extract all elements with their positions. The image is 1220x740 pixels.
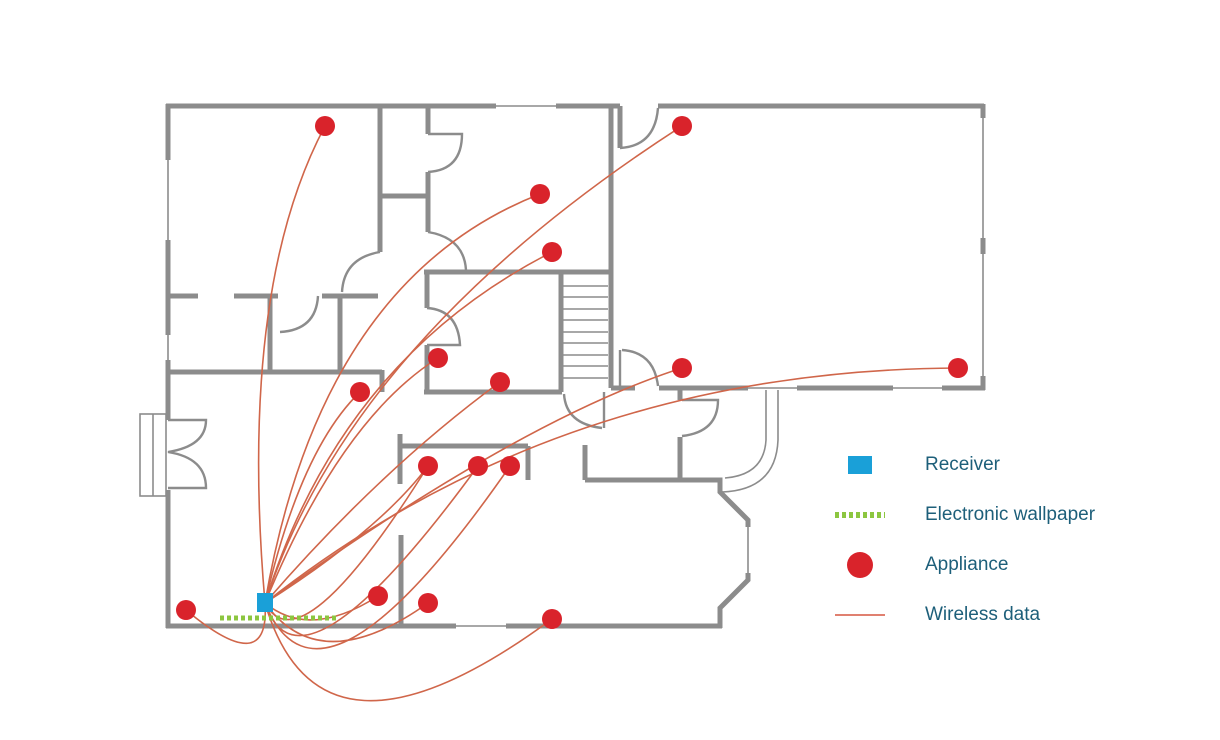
- stairs: [563, 285, 608, 379]
- wire-line: [264, 465, 429, 621]
- wire-line: [264, 251, 553, 604]
- appliance-icon: [418, 593, 438, 613]
- appliance-icon: [350, 382, 370, 402]
- wire-line: [264, 367, 683, 604]
- wire-line: [264, 381, 501, 604]
- appliance-icon: [530, 184, 550, 204]
- wire-line: [264, 391, 361, 604]
- appliances: [176, 116, 968, 629]
- legend-label: Electronic wallpaper: [925, 504, 1096, 525]
- appliance-icon: [847, 552, 873, 578]
- wireless-line-icon: [835, 614, 885, 616]
- receiver-icon: [257, 593, 273, 612]
- wire-line: [264, 602, 553, 702]
- appliance-icon: [672, 116, 692, 136]
- legend-label: Wireless data: [925, 604, 1041, 625]
- wireless-data-lines: [185, 125, 959, 702]
- appliance-icon: [542, 242, 562, 262]
- legend-label: Receiver: [925, 454, 1000, 475]
- appliance-icon: [176, 600, 196, 620]
- appliance-icon: [500, 456, 520, 476]
- wire-line: [185, 602, 267, 645]
- wire-line: [264, 193, 541, 604]
- wire-line: [264, 602, 429, 643]
- wire-line: [264, 595, 379, 621]
- wire-line: [264, 465, 511, 650]
- legend-label: Appliance: [925, 554, 1009, 575]
- wallpaper-line-icon: [835, 512, 885, 518]
- wire-line: [264, 465, 429, 604]
- appliance-icon: [468, 456, 488, 476]
- appliance-icon: [542, 609, 562, 629]
- appliance-icon: [315, 116, 335, 136]
- appliance-icon: [418, 456, 438, 476]
- appliance-icon: [368, 586, 388, 606]
- receiver-icon: [848, 456, 872, 474]
- wire-line: [264, 357, 439, 604]
- appliance-icon: [672, 358, 692, 378]
- appliance-icon: [948, 358, 968, 378]
- appliance-icon: [490, 372, 510, 392]
- wire-line: [257, 125, 326, 604]
- appliance-icon: [428, 348, 448, 368]
